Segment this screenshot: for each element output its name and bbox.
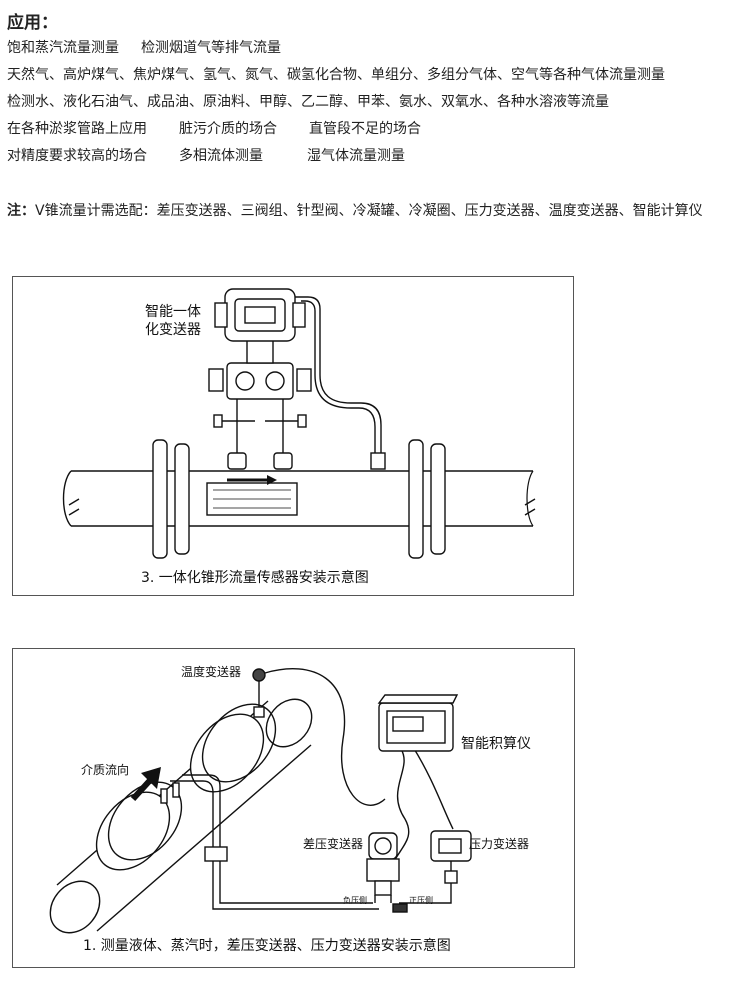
pressure-transmitter-label: 压力变送器	[469, 837, 530, 851]
application-item: 直管段不足的场合	[309, 121, 421, 137]
low-pressure-side-label: 负压侧	[343, 896, 367, 905]
application-item: 在各种淤浆管路上应用	[7, 121, 147, 137]
integrated-sensor-drawing	[62, 288, 536, 559]
temperature-transmitter-label: 温度变送器	[181, 665, 242, 679]
application-line-4: 在各种淤浆管路上应用 脏污介质的场合 直管段不足的场合	[7, 118, 421, 138]
application-item: 多相流体测量	[179, 148, 263, 164]
application-item: 检测水、液化石油气、成品油、原油料、甲醇、乙二醇、甲苯、氨水、双氧水、各种水溶液…	[7, 94, 609, 110]
accessory-note: 注：V锥流量计需选配：差压变送器、三阀组、针型阀、冷凝罐、冷凝圈、压力变送器、温…	[7, 198, 743, 224]
application-item: 脏污介质的场合	[179, 121, 277, 137]
application-item: 对精度要求较高的场合	[7, 148, 147, 164]
dp-transmitter-drawing	[49, 668, 472, 934]
application-line-1: 饱和蒸汽流量测量 检测烟道气等排气流量	[7, 37, 281, 57]
differential-pressure-installation-figure: 温度变送器 智能积算仪 介质流向 差压变送器 压力变送器 负压侧 正压侧 1. …	[12, 648, 575, 968]
application-item: 湿气体流量测量	[307, 148, 405, 164]
application-line-5: 对精度要求较高的场合 多相流体测量 湿气体流量测量	[7, 145, 405, 165]
application-item: 天然气、高炉煤气、焦炉煤气、氢气、氮气、碳氢化合物、单组分、多组分气体、空气等各…	[7, 67, 665, 83]
smart-calculator-label: 智能积算仪	[461, 736, 531, 752]
integrated-sensor-installation-figure: 智能一体 化变送器 3. 一体化锥形流量传感器安装示意图	[12, 276, 574, 596]
dp-transmitter-label: 差压变送器	[303, 837, 364, 851]
flow-direction-label: 介质流向	[81, 763, 130, 777]
section-heading: 应用：	[7, 13, 58, 33]
application-line-3: 检测水、液化石油气、成品油、原油料、甲醇、乙二醇、甲苯、氨水、双氧水、各种水溶液…	[7, 91, 609, 111]
application-item: 检测烟道气等排气流量	[141, 40, 281, 56]
figure-caption: 1. 测量液体、蒸汽时，差压变送器、压力变送器安装示意图	[83, 938, 451, 954]
high-pressure-side-label: 正压侧	[409, 896, 433, 905]
note-text: V锥流量计需选配：差压变送器、三阀组、针型阀、冷凝罐、冷凝圈、压力变送器、温度变…	[35, 203, 703, 219]
application-line-2: 天然气、高炉煤气、焦炉煤气、氢气、氮气、碳氢化合物、单组分、多组分气体、空气等各…	[7, 64, 665, 84]
transmitter-label: 化变送器	[145, 322, 201, 338]
figure-caption: 3. 一体化锥形流量传感器安装示意图	[141, 570, 369, 586]
application-item: 饱和蒸汽流量测量	[7, 40, 119, 56]
note-label: 注：	[7, 203, 35, 219]
transmitter-label: 智能一体	[145, 304, 201, 320]
